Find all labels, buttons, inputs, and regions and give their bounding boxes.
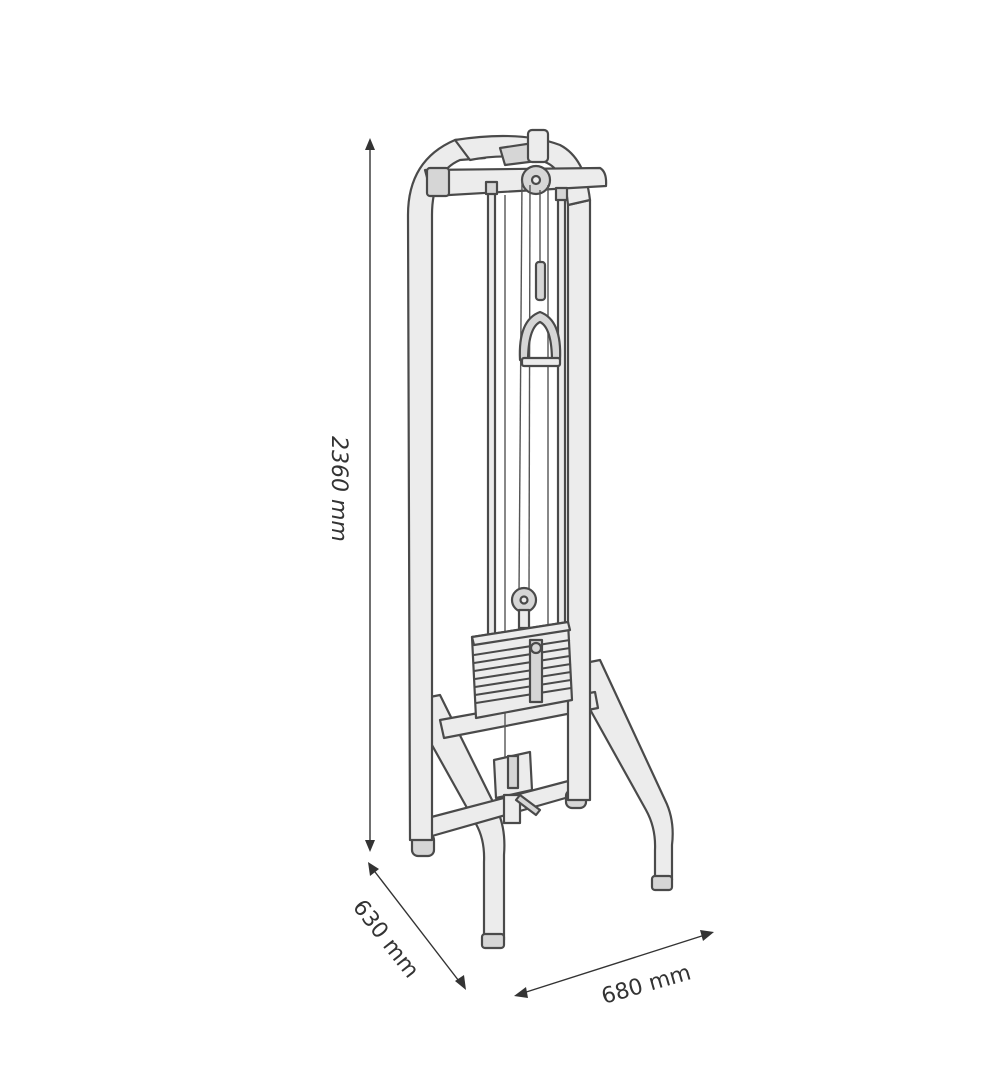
floating-pulley — [510, 586, 538, 630]
height-label: 2360 mm — [326, 436, 351, 542]
right-upright — [566, 198, 592, 802]
d-handle — [518, 260, 562, 368]
base-frame-right — [573, 658, 674, 892]
top-head — [423, 134, 608, 207]
top-pulley — [520, 128, 552, 196]
weight-stack — [470, 620, 574, 720]
guide-rods — [484, 180, 569, 642]
low-pulley-assembly — [492, 750, 542, 825]
width-dimension — [514, 930, 714, 998]
height-dimension — [365, 138, 375, 852]
depth-dimension — [368, 862, 466, 990]
depth-label: 630 mm — [347, 895, 423, 983]
width-label: 680 mm — [599, 960, 694, 1009]
